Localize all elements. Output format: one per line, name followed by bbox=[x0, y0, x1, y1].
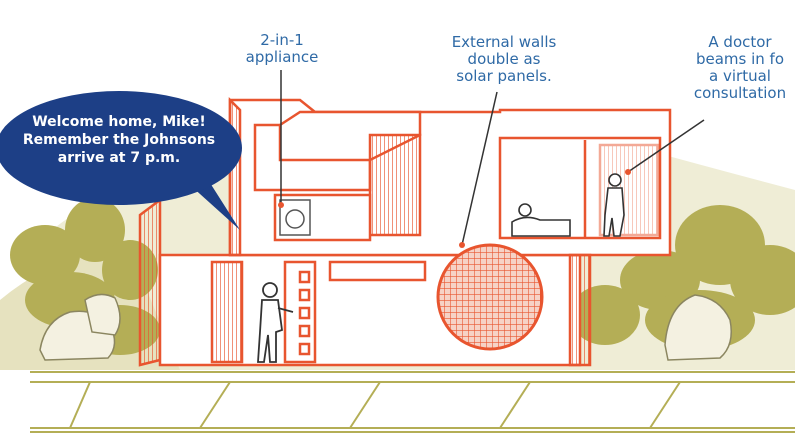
speech-line-3: arrive at 7 p.m. bbox=[57, 150, 181, 166]
callout-doctor-line-4: consultation bbox=[693, 84, 787, 102]
sidewalk bbox=[30, 371, 795, 433]
speech-bubble bbox=[0, 91, 242, 230]
callout-appliance: 2-in-1 appliance bbox=[222, 32, 342, 66]
solar-panel-circle bbox=[436, 243, 544, 351]
callout-doctor-line-2: beams in fo bbox=[695, 50, 785, 68]
person-patient bbox=[511, 203, 571, 237]
callout-walls-line-1: External walls bbox=[451, 33, 557, 51]
callout-appliance-line-1: 2-in-1 bbox=[260, 31, 304, 49]
house bbox=[138, 96, 672, 367]
callout-doctor-line-1: A doctor bbox=[708, 33, 772, 51]
callout-doctor-line-3: a virtual bbox=[709, 67, 771, 85]
person-doctor bbox=[603, 173, 625, 237]
callout-doctor: A doctor beams in fo a virtual consultat… bbox=[690, 34, 795, 102]
callout-appliance-line-2: appliance bbox=[245, 48, 319, 66]
callout-lines bbox=[278, 70, 705, 248]
callout-walls: External walls double as solar panels. bbox=[424, 34, 584, 85]
speech-bubble-text: Welcome home, Mike! Remember the Johnson… bbox=[0, 113, 238, 167]
speech-line-2: Remember the Johnsons bbox=[22, 132, 216, 148]
rocks bbox=[39, 293, 732, 361]
callout-walls-line-2: double as bbox=[467, 50, 541, 68]
callout-walls-line-3: solar panels. bbox=[456, 67, 552, 85]
person-mike bbox=[257, 282, 294, 363]
speech-line-1: Welcome home, Mike! bbox=[32, 114, 206, 130]
